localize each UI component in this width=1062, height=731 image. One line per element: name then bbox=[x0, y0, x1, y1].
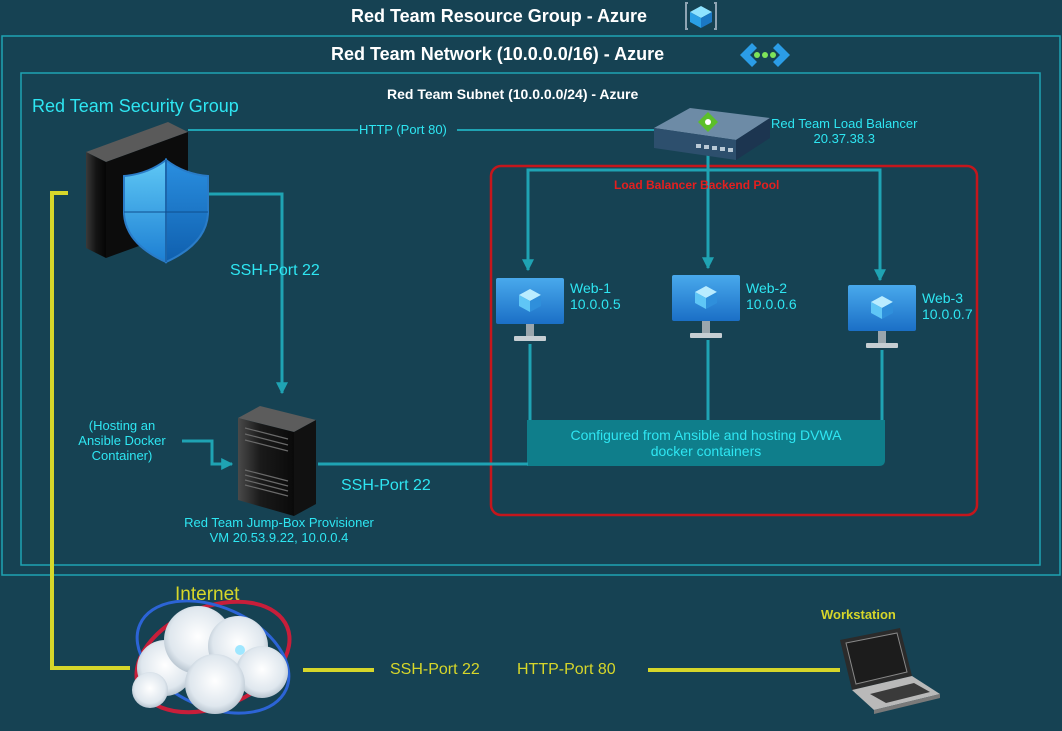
web1-ip: 10.0.0.5 bbox=[570, 296, 621, 313]
subnet-boundary bbox=[20, 72, 1041, 566]
ssh-label-horizontal: SSH-Port 22 bbox=[341, 477, 431, 494]
monitor-icon bbox=[672, 275, 740, 338]
backend-pool-boundary bbox=[489, 164, 979, 517]
internet-label: Internet bbox=[175, 584, 240, 605]
ansible-note-line: Container) bbox=[91, 447, 153, 463]
cloud-icon bbox=[132, 599, 292, 715]
web2-label: Web-2 10.0.0.6 bbox=[746, 280, 797, 312]
web3-ip: 10.0.0.7 bbox=[922, 306, 973, 323]
subnet-title: Red Team Subnet (10.0.0.0/24) - Azure bbox=[387, 86, 639, 102]
ssh-label-vertical: SSH-Port 22 bbox=[230, 262, 320, 279]
web3-label: Web-3 10.0.0.7 bbox=[922, 290, 973, 322]
web2-name: Web-2 bbox=[746, 280, 787, 296]
ansible-note-line: Ansible Docker bbox=[78, 432, 166, 448]
internet-ssh-label: SSH-Port 22 bbox=[390, 661, 480, 678]
load-balancer-name: Red Team Load Balancer bbox=[771, 116, 918, 131]
configured-bar bbox=[527, 420, 885, 466]
network-title: Red Team Network (10.0.0.0/16) - Azure bbox=[331, 44, 665, 64]
configured-note: Configured from Ansible and hosting DVWA… bbox=[527, 427, 885, 459]
security-group-label: Red Team Security Group bbox=[32, 96, 239, 116]
resource-group-title: Red Team Resource Group - Azure bbox=[351, 6, 648, 26]
web3-name: Web-3 bbox=[922, 290, 963, 306]
ansible-note-line: (Hosting an bbox=[88, 418, 156, 433]
workstation-label: Workstation bbox=[821, 607, 896, 622]
ansible-note: (Hosting an Ansible Docker Container) bbox=[72, 418, 172, 464]
load-balancer-icon bbox=[654, 108, 770, 160]
http-label: HTTP (Port 80) bbox=[359, 122, 447, 137]
backend-pool-label: Load Balancer Backend Pool bbox=[614, 178, 780, 192]
monitor-icon bbox=[848, 285, 916, 348]
jumpbox-detail: VM 20.53.9.22, 10.0.0.4 bbox=[209, 529, 349, 545]
web1-label: Web-1 10.0.0.5 bbox=[570, 280, 621, 312]
jumpbox-label: Red Team Jump-Box Provisioner VM 20.53.9… bbox=[167, 515, 391, 546]
internet-http-label: HTTP-Port 80 bbox=[517, 661, 616, 678]
web1-name: Web-1 bbox=[570, 280, 611, 296]
shield-icon bbox=[123, 157, 209, 264]
monitor-icon bbox=[496, 278, 564, 341]
load-balancer-ip: 20.37.38.3 bbox=[813, 130, 875, 146]
internet-connector-left bbox=[50, 191, 130, 670]
ssh-connector-vertical bbox=[208, 192, 288, 395]
lb-to-web3 bbox=[708, 168, 886, 282]
laptop-icon bbox=[840, 628, 940, 714]
ansible-note-connector bbox=[182, 439, 234, 470]
configured-note-line: Configured from Ansible and hosting DVWA bbox=[570, 427, 842, 443]
server-tower-icon bbox=[238, 406, 316, 516]
network-icon bbox=[740, 43, 790, 67]
load-balancer-label: Red Team Load Balancer 20.37.38.3 bbox=[771, 116, 918, 147]
jumpbox-name: Red Team Jump-Box Provisioner bbox=[184, 515, 374, 530]
lb-to-web1 bbox=[522, 148, 710, 272]
web2-ip: 10.0.0.6 bbox=[746, 296, 797, 313]
network-boundary bbox=[1, 35, 1061, 576]
cube-icon bbox=[685, 2, 717, 30]
configured-note-line: docker containers bbox=[650, 443, 762, 460]
